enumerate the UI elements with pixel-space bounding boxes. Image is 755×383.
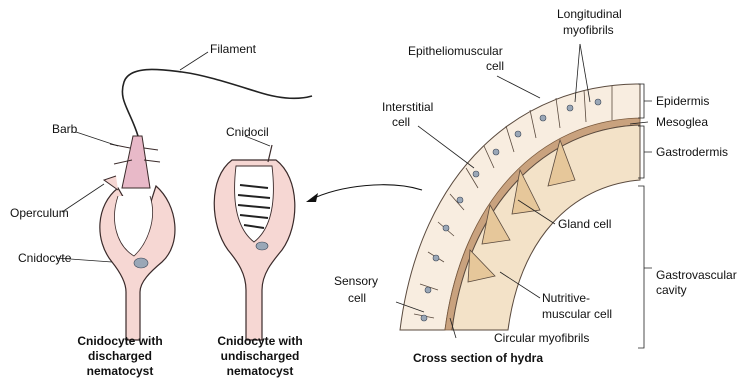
label-mesoglea: Mesoglea — [656, 115, 708, 129]
label-filament: Filament — [210, 42, 257, 56]
label-sensory: Sensory — [334, 274, 378, 288]
pointer-arrowhead — [306, 193, 318, 202]
hydra-cross-section — [400, 84, 640, 330]
pointer-arrow — [310, 185, 422, 200]
label-nutritive: Nutritive- — [542, 291, 590, 305]
caption-undischarged-1: Cnidocyte with — [217, 334, 302, 348]
label-gland-cell: Gland cell — [558, 217, 611, 231]
operculum-lid — [104, 176, 118, 190]
label-longitudinal: Longitudinal — [557, 7, 622, 21]
label-sensory-2: cell — [348, 291, 366, 305]
caption-cross-section: Cross section of hydra — [413, 351, 543, 365]
caption-undischarged-3: nematocyst — [227, 364, 294, 378]
caption-discharged-2: discharged — [88, 349, 152, 363]
label-cnidocyte: Cnidocyte — [18, 251, 72, 265]
label-gastrovascular-2: cavity — [656, 283, 687, 297]
label-circular: Circular myofibrils — [494, 331, 589, 345]
label-gastrodermis: Gastrodermis — [656, 145, 728, 159]
label-gastrovascular: Gastrovascular — [656, 268, 737, 282]
nematocyst-capsule — [122, 136, 150, 188]
cnidocyte-nucleus — [134, 258, 148, 268]
label-operculum: Operculum — [10, 206, 69, 220]
label-epitheliomuscular-2: cell — [486, 59, 504, 73]
filament — [122, 69, 312, 136]
label-interstitial-2: cell — [392, 115, 410, 129]
caption-discharged-3: nematocyst — [87, 364, 154, 378]
cnidocyte-nucleus-2 — [256, 242, 268, 250]
label-epidermis: Epidermis — [656, 94, 709, 108]
caption-discharged-1: Cnidocyte with — [77, 334, 162, 348]
label-nutritive-2: muscular cell — [542, 307, 612, 321]
undischarged-cnidocyte — [214, 145, 295, 340]
label-barb: Barb — [52, 122, 78, 136]
caption-undischarged-2: undischarged — [221, 349, 300, 363]
label-cnidocil: Cnidocil — [226, 125, 269, 139]
label-longitudinal-2: myofibrils — [563, 23, 614, 37]
label-epitheliomuscular: Epitheliomuscular — [408, 44, 503, 58]
label-interstitial: Interstitial — [382, 100, 433, 114]
